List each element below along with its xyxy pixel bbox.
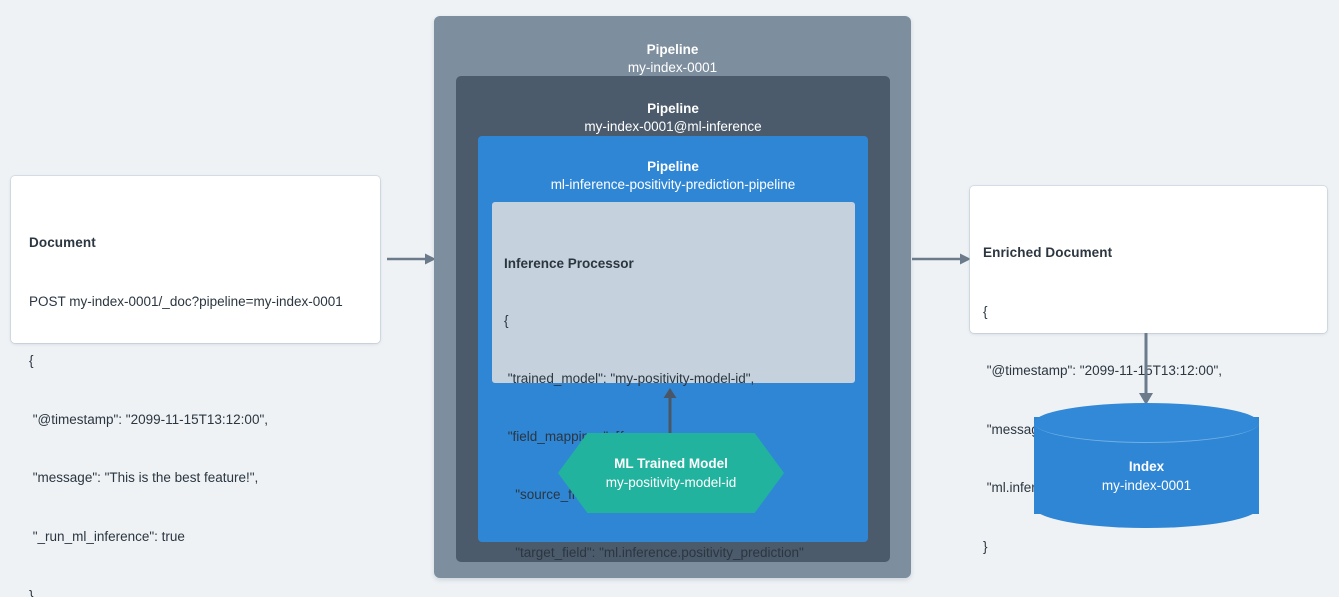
pipeline-outer-kind: Pipeline — [646, 42, 699, 57]
input-document-line: } — [29, 587, 34, 597]
pipeline-outer-name: my-index-0001 — [627, 60, 718, 75]
ml-trained-model-hexagon: ML Trained Model my-positivity-model-id — [558, 433, 784, 513]
input-document-request: POST my-index-0001/_doc?pipeline=my-inde… — [29, 293, 343, 309]
input-document-line: "message": "This is the best feature!", — [29, 470, 259, 486]
inference-processor-line: { — [504, 313, 509, 329]
inference-processor-line: "trained_model": "my-positivity-model-id… — [504, 371, 755, 387]
input-document-line: { — [29, 352, 34, 368]
input-document-card: Document POST my-index-0001/_doc?pipelin… — [11, 176, 380, 597]
enriched-document-card: Enriched Document { "@timestamp": "2099-… — [970, 186, 1327, 554]
arrow-up-icon-model-to-processor — [655, 388, 685, 434]
pipeline-panel-inner: Pipeline ml-inference-positivity-predict… — [478, 136, 868, 560]
inference-processor-title: Inference Processor — [504, 255, 634, 271]
ml-trained-model-kind: ML Trained Model — [614, 455, 728, 471]
pipeline-middle-name: my-index-0001@ml-inference — [584, 119, 762, 134]
pipeline-inner-name: ml-inference-positivity-prediction-pipel… — [550, 177, 796, 192]
enriched-document-line: } — [983, 539, 988, 555]
arrow-right-icon-document-to-pipeline — [387, 251, 437, 267]
inference-processor-line: "target_field": "ml.inference.positivity… — [504, 545, 804, 561]
input-document-title: Document — [29, 235, 96, 251]
arrow-right-icon-pipeline-to-enriched — [912, 251, 972, 267]
inference-processor-box: Inference Processor { "trained_model": "… — [492, 202, 855, 560]
cylinder-top-ellipse — [1034, 403, 1259, 443]
enriched-document-line: "@timestamp": "2099-11-15T13:12:00", — [983, 362, 1222, 378]
enriched-document-title: Enriched Document — [983, 245, 1113, 261]
arrow-down-icon-enriched-to-index — [1131, 333, 1161, 405]
pipeline-panel-middle: Pipeline my-index-0001@ml-inference Pipe… — [456, 76, 890, 562]
index-label: Index my-index-0001 — [1034, 458, 1259, 495]
pipeline-outer-header: Pipeline my-index-0001 — [434, 41, 911, 77]
index-name: my-index-0001 — [1101, 478, 1192, 493]
pipeline-inner-header: Pipeline ml-inference-positivity-predict… — [478, 158, 868, 194]
index-cylinder: Index my-index-0001 — [1034, 403, 1259, 528]
pipeline-middle-kind: Pipeline — [647, 101, 699, 116]
ml-trained-model-name: my-positivity-model-id — [605, 474, 737, 490]
enriched-document-line: { — [983, 303, 988, 319]
pipeline-inner-kind: Pipeline — [647, 159, 699, 174]
index-kind: Index — [1128, 459, 1165, 474]
input-document-line: "_run_ml_inference": true — [29, 529, 185, 545]
pipeline-middle-header: Pipeline my-index-0001@ml-inference — [456, 100, 890, 136]
input-document-line: "@timestamp": "2099-11-15T13:12:00", — [29, 411, 268, 427]
pipeline-panel-outer: Pipeline my-index-0001 Pipeline my-index… — [434, 16, 911, 578]
cylinder-bottom-ellipse — [1034, 486, 1259, 528]
